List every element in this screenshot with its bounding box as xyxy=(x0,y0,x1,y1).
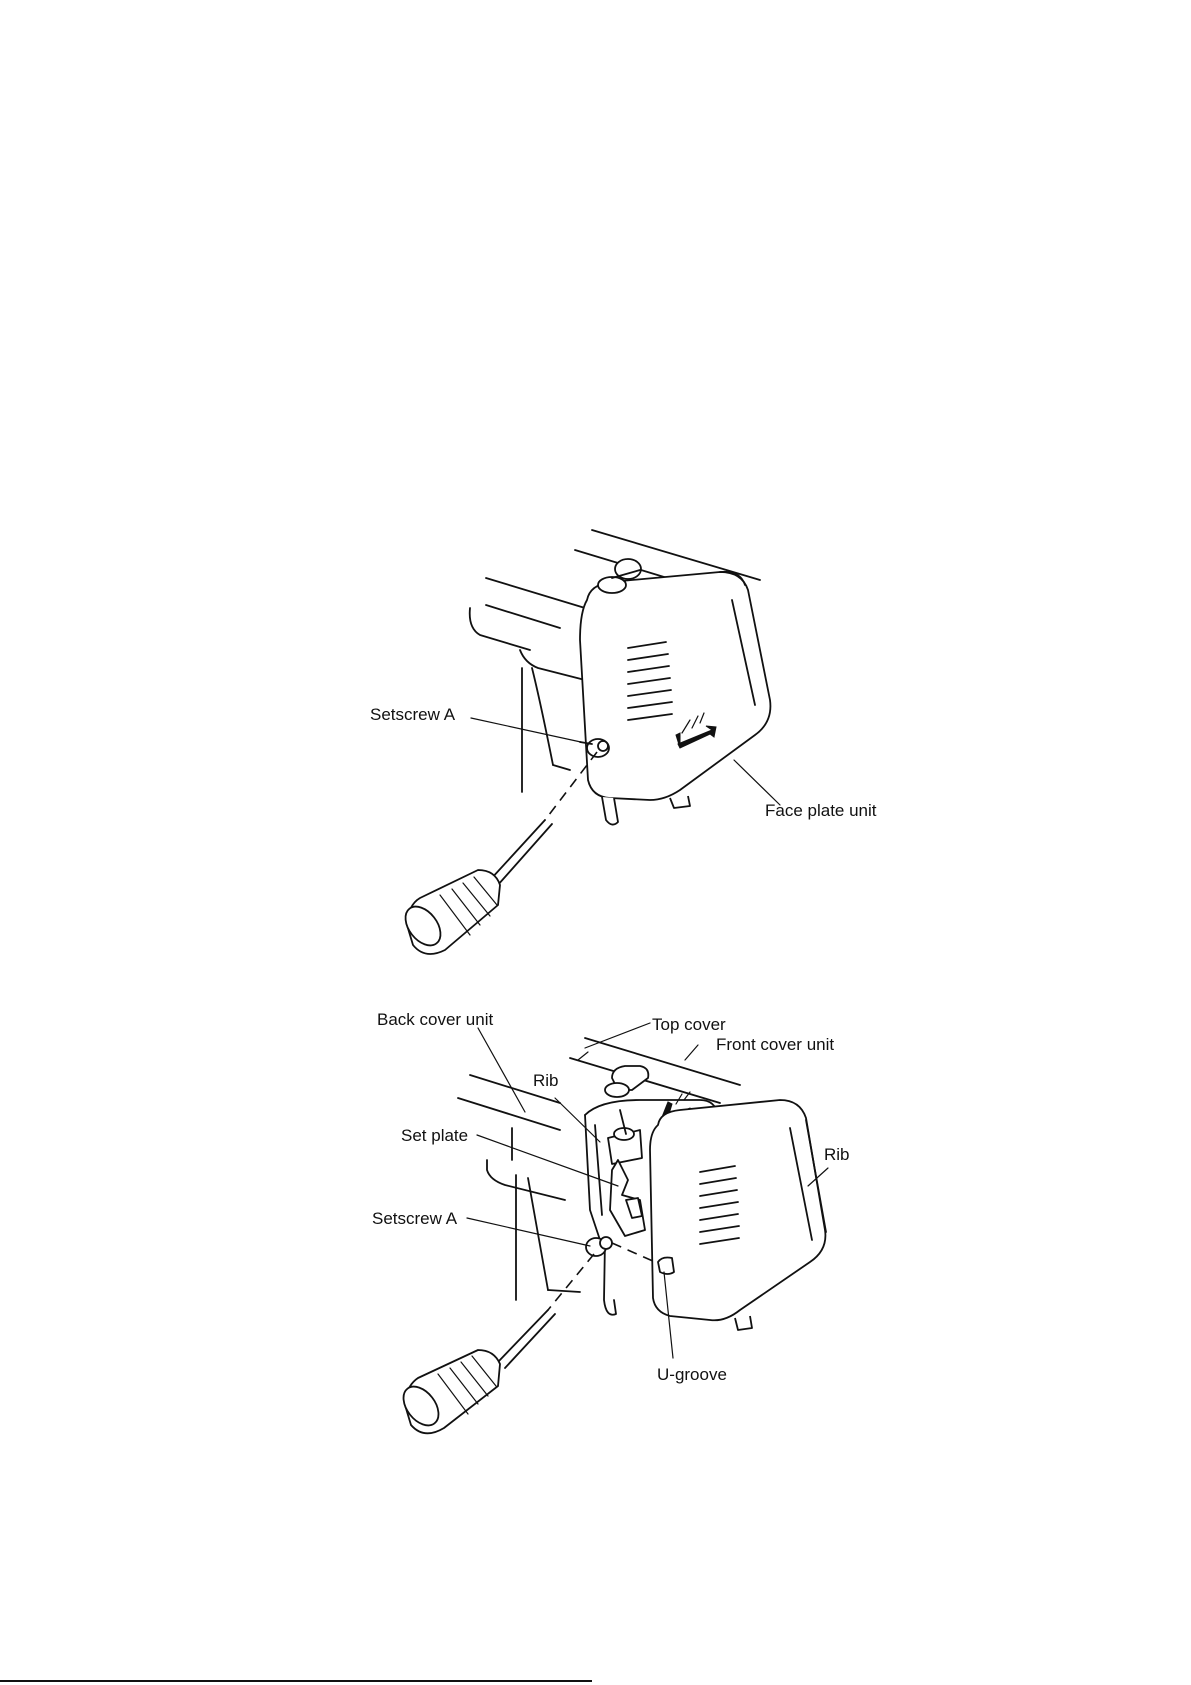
label-top-cover: Top cover xyxy=(652,1015,726,1034)
leader-face-plate-unit xyxy=(734,760,780,805)
label-setscrew-a-fig2: Setscrew A xyxy=(372,1209,458,1228)
label-set-plate: Set plate xyxy=(401,1126,468,1145)
figure-2-face-plate-installation: Back cover unit Top cover Front cover un… xyxy=(372,1010,850,1433)
face-plate-unit-2 xyxy=(650,1100,825,1330)
figure-1-face-plate-removal: Setscrew A Face plate unit xyxy=(370,530,877,954)
label-setscrew-a-fig1: Setscrew A xyxy=(370,705,456,724)
screwdriver-icon xyxy=(398,752,597,954)
label-face-plate-unit: Face plate unit xyxy=(765,801,877,820)
leader-setscrew-a-fig1 xyxy=(471,718,590,744)
face-plate-unit xyxy=(580,559,770,825)
label-front-cover-unit: Front cover unit xyxy=(716,1035,834,1054)
label-back-cover-unit: Back cover unit xyxy=(377,1010,493,1029)
screwdriver-icon-2 xyxy=(396,1254,594,1433)
label-rib-top: Rib xyxy=(533,1071,559,1090)
label-u-groove: U-groove xyxy=(657,1365,727,1384)
label-rib-right: Rib xyxy=(824,1145,850,1164)
u-groove xyxy=(658,1258,674,1275)
